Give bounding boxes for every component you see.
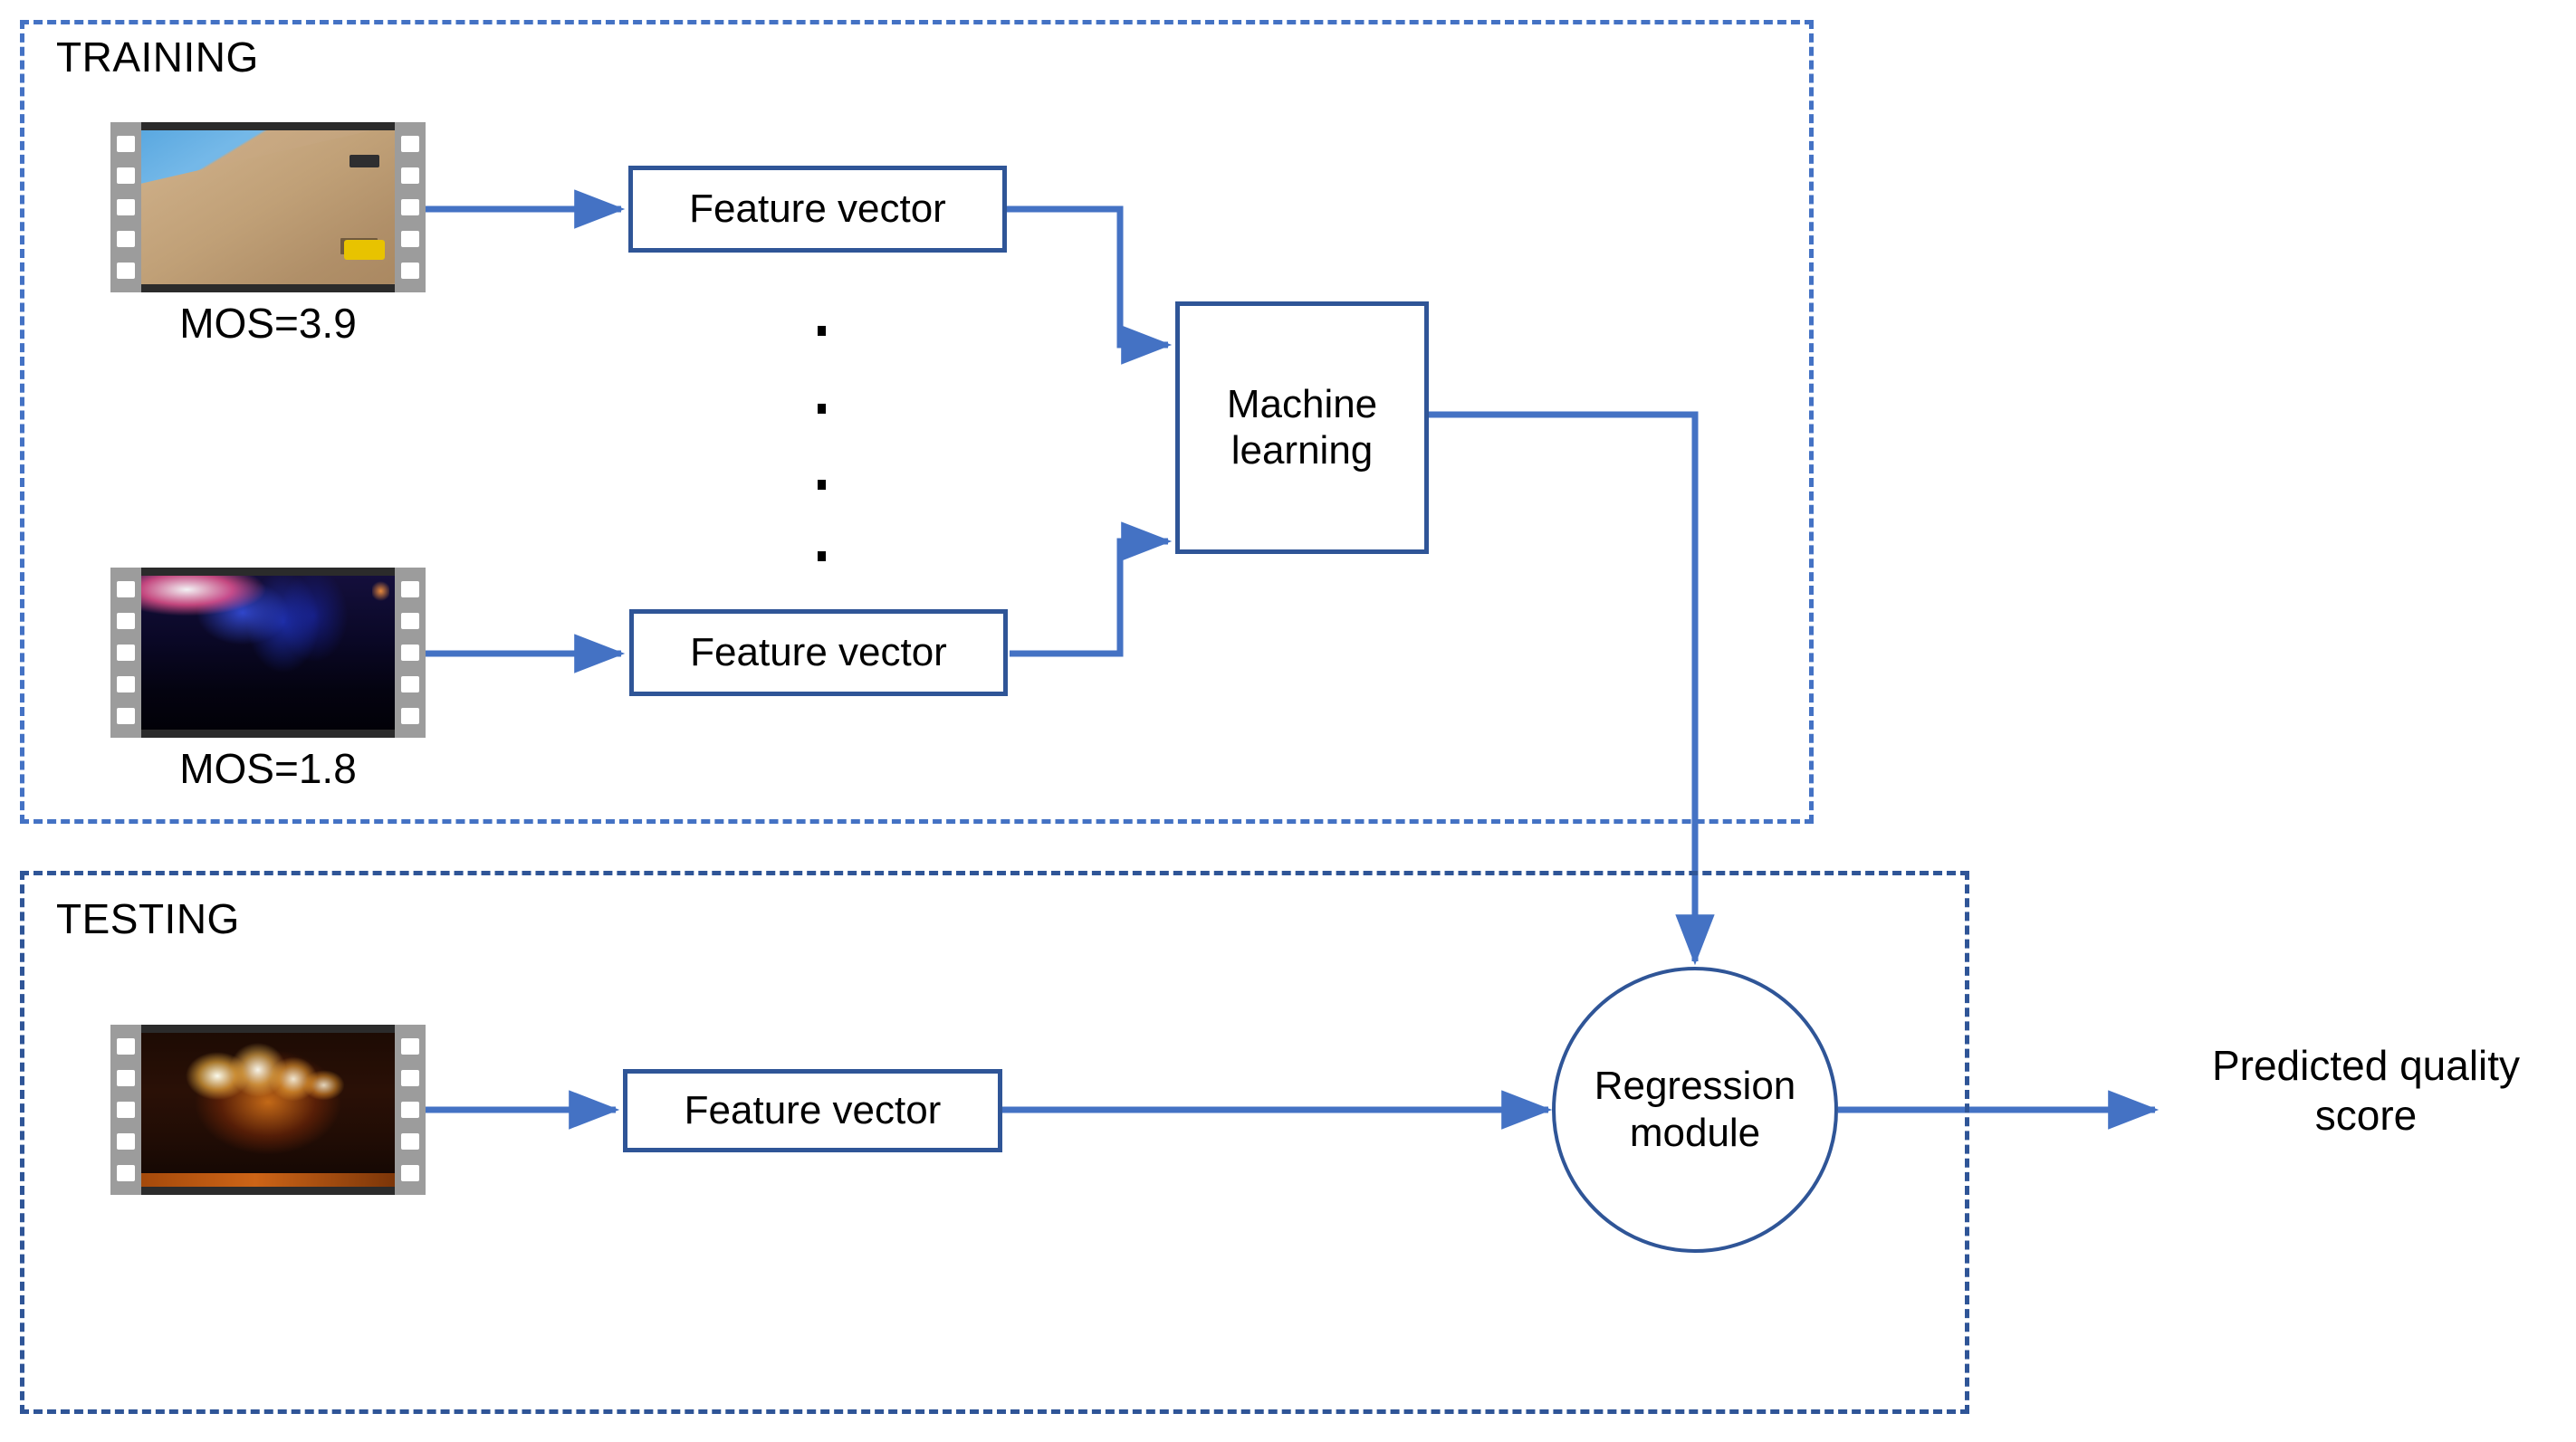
ellipsis-dot — [818, 326, 826, 336]
predicted-quality-score-label: Predicted quality score — [2211, 1042, 2521, 1140]
film-perforations-left — [110, 122, 141, 292]
training-section-frame — [20, 20, 1814, 824]
machine-learning-box[interactable]: Machine learning — [1175, 301, 1429, 554]
film-perforations-left — [110, 1025, 141, 1195]
dirt-hill-image — [141, 130, 395, 284]
concert-image — [141, 576, 395, 730]
film-perforations-right — [395, 1025, 426, 1195]
concert-video-thumbnail — [110, 568, 426, 738]
truck-on-ridge — [349, 155, 380, 167]
training-section-label: TRAINING — [56, 33, 259, 81]
film-perforations-right — [395, 122, 426, 292]
mos-label-sample-1: MOS=3.9 — [179, 300, 357, 347]
feature-vector-box-1[interactable]: Feature vector — [628, 166, 1007, 253]
regression-module-circle[interactable]: Regression module — [1552, 967, 1838, 1253]
film-perforations-left — [110, 568, 141, 738]
testing-section-label: TESTING — [56, 895, 240, 942]
ellipsis-dot — [818, 480, 826, 490]
dirt-hill-video-thumbnail — [110, 122, 426, 292]
fire-performance-video-thumbnail — [110, 1025, 426, 1195]
film-frame — [141, 568, 395, 738]
ellipsis-dot — [818, 404, 826, 414]
film-frame — [141, 1025, 395, 1195]
vertical-ellipsis — [818, 317, 836, 570]
testing-section-frame — [20, 871, 1969, 1414]
mos-label-sample-2: MOS=1.8 — [179, 745, 357, 792]
feature-vector-box-2[interactable]: Feature vector — [629, 609, 1008, 696]
film-frame — [141, 122, 395, 292]
film-perforations-right — [395, 568, 426, 738]
ellipsis-dot — [818, 551, 826, 561]
feature-vector-box-3[interactable]: Feature vector — [623, 1069, 1002, 1152]
fire-performance-image — [141, 1033, 395, 1187]
